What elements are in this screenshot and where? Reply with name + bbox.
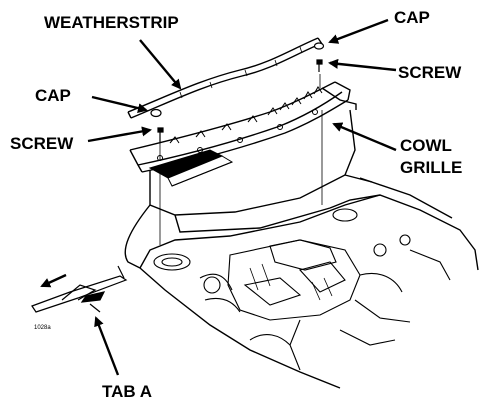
wiper-cowl-detail <box>148 149 234 187</box>
tab-a-inset-detail <box>31 265 128 313</box>
alignment-lines <box>159 74 323 245</box>
tab-inset-direction-arrow <box>40 273 67 288</box>
screw-left-label: SCREW <box>10 134 74 153</box>
cap-left-callout-arrow <box>91 95 148 113</box>
cowl-grille-panel <box>129 81 357 173</box>
cap-top-label: CAP <box>394 8 430 27</box>
cap-top-callout-arrow <box>328 18 389 44</box>
tab-a-label: TAB A <box>102 382 153 401</box>
screw-and-cap-hardware <box>150 42 325 142</box>
cowl-label: COWL <box>400 136 452 155</box>
cap-left-label: CAP <box>35 86 71 105</box>
engine-compartment <box>153 208 451 371</box>
weatherstrip-label: WEATHERSTRIP <box>44 13 179 32</box>
tab-a-callout-arrow <box>94 316 120 376</box>
callout-arrows <box>40 18 397 376</box>
figure-code-label: 1028a <box>34 325 51 331</box>
weatherstrip-part <box>127 37 323 119</box>
cowl-grille-callout-arrow <box>332 122 397 152</box>
screw-top-label: SCREW <box>398 63 462 82</box>
screw-top-callout-arrow <box>328 58 397 72</box>
screw-left-callout-arrow <box>87 126 152 143</box>
grille-label: GRILLE <box>400 158 463 177</box>
vehicle-front-outline <box>124 109 479 389</box>
weatherstrip-callout-arrow <box>139 39 182 90</box>
